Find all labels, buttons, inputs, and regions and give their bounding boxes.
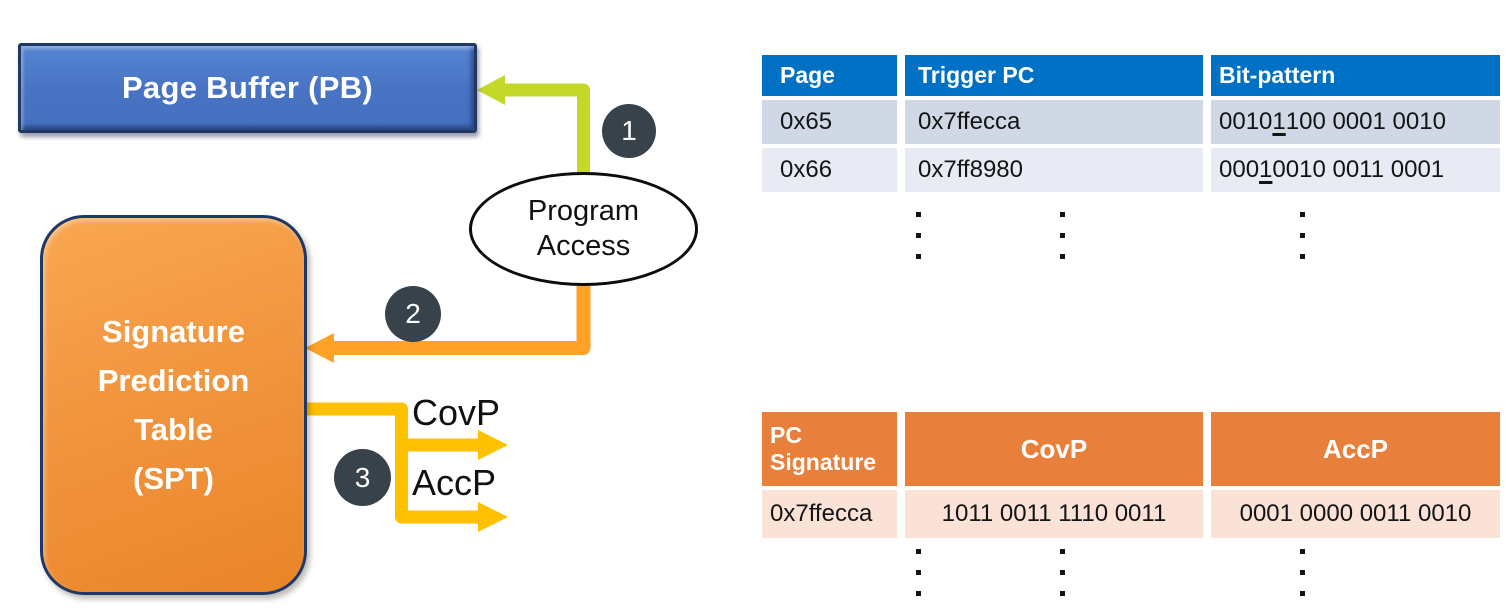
arrow-program-access-to-pb [477, 75, 590, 174]
spt-label: Signature Prediction Table (SPT) [97, 314, 250, 496]
spt-contents-table: PC Signature CovP AccP 0x7ffecca 1011 00… [762, 412, 1500, 538]
column-header: AccP [1211, 412, 1500, 486]
table-cell-pc-signature: 0x7ffecca [762, 490, 897, 538]
column-header: CovP [905, 412, 1203, 486]
covp-output-label: CovP [412, 392, 501, 433]
arrowhead-left-icon [305, 333, 334, 363]
underlined-bit: 1 [1259, 156, 1273, 183]
arrowhead-right-icon [478, 502, 508, 532]
step-1-badge: 1 [602, 104, 656, 158]
arrowhead-left-icon [477, 75, 505, 105]
table-cell-covp: 1011 0011 1110 0011 [905, 490, 1203, 538]
vertical-ellipsis [1060, 212, 1065, 275]
vertical-ellipsis [1300, 549, 1305, 612]
page-trigger-table: Page Trigger PC Bit-pattern 0x65 0x7ffec… [762, 55, 1500, 192]
vertical-ellipsis [1060, 549, 1065, 612]
page-buffer-box: Page Buffer (PB) [18, 43, 477, 133]
underlined-bit: 1 [1272, 108, 1286, 135]
column-header: Bit-pattern [1211, 55, 1500, 96]
table-cell-trigger-pc: 0x7ffecca [905, 100, 1203, 144]
table-cell-accp: 0001 0000 0011 0010 [1211, 490, 1500, 538]
arrow-program-access-to-spt [305, 285, 591, 363]
step-2-badge: 2 [385, 286, 441, 342]
program-access-label: Program Access [527, 195, 640, 262]
vertical-ellipsis [916, 549, 921, 612]
spt-box: Signature Prediction Table (SPT) [40, 215, 307, 595]
column-header: PC Signature [762, 412, 897, 486]
column-header: Page [762, 55, 897, 96]
column-header: Trigger PC [905, 55, 1203, 96]
table-cell-page: 0x66 [762, 148, 897, 192]
page-buffer-label: Page Buffer (PB) [121, 70, 374, 105]
accp-output-label: AccP [412, 462, 497, 503]
vertical-ellipsis [916, 212, 921, 275]
program-access-ellipse: Program Access [469, 172, 698, 286]
step-3-badge: 3 [334, 449, 391, 506]
vertical-ellipsis [1300, 212, 1305, 275]
arrowhead-right-icon [478, 430, 508, 460]
table-cell-page: 0x65 [762, 100, 897, 144]
table-cell-trigger-pc: 0x7ff8980 [905, 148, 1203, 192]
